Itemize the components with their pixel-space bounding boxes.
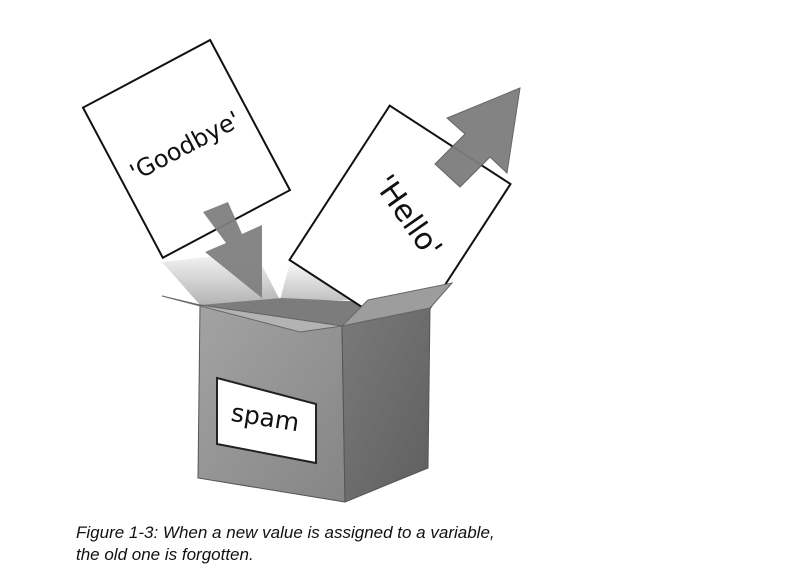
old-value-card: 'Goodbye' bbox=[81, 38, 292, 260]
figure-illustration: 'Hello' 'Goodbye' spam bbox=[81, 38, 521, 503]
figure-caption: Figure 1-3: When a new value is assigned… bbox=[76, 522, 596, 566]
box-label: spam bbox=[216, 376, 317, 465]
box: spam bbox=[161, 282, 454, 503]
caption-line-2: the old one is forgotten. bbox=[76, 545, 254, 564]
box-interior bbox=[200, 298, 370, 326]
out-arrow bbox=[434, 87, 521, 188]
in-arrow bbox=[203, 202, 262, 298]
box-side-face bbox=[341, 307, 431, 503]
caption-line-1: Figure 1-3: When a new value is assigned… bbox=[76, 523, 495, 542]
